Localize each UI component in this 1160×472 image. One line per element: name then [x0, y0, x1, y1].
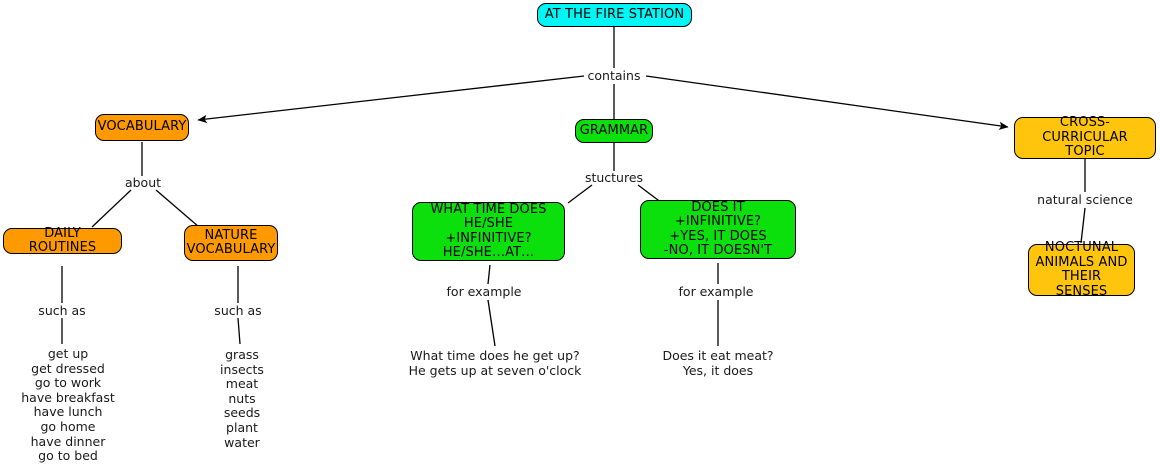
leaf-does-it-example-sentences: Does it eat meat? Yes, it does — [662, 348, 774, 378]
edge-what-time-to-for-example — [487, 264, 491, 285]
node-grammar[interactable]: GRAMMAR — [575, 119, 653, 143]
node-what-time-does-structure[interactable]: WHAT TIME DOES HE/SHE +INFINITIVE? HE/SH… — [412, 202, 565, 261]
link-label-for-example-does-it: for example — [678, 284, 754, 299]
edge-stuctures-to-what-time — [567, 184, 593, 204]
node-nature-vocabulary[interactable]: NATURE VOCABULARY — [184, 225, 278, 261]
edge-such-as-to-nature-list — [237, 317, 241, 345]
edge-contains-to-cross-curricular — [645, 75, 1009, 130]
link-label-contains: contains — [587, 68, 641, 83]
link-label-for-example-what-time: for example — [446, 284, 522, 299]
link-label-stuctures: stuctures — [584, 170, 644, 185]
edge-natural-science-to-noctunal-animals — [1080, 207, 1086, 244]
edge-for-example-to-what-time-sample — [487, 299, 496, 347]
edge-contains-to-vocabulary — [197, 75, 585, 124]
edge-about-to-daily-routines — [91, 189, 132, 228]
link-label-about: about — [124, 175, 162, 190]
node-does-it-infinitive-structure[interactable]: DOES IT +INFINITIVE? +YES, IT DOES -NO, … — [640, 200, 796, 259]
link-label-such-as-daily: such as — [38, 303, 86, 318]
link-label-such-as-nature: such as — [214, 303, 262, 318]
leaf-what-time-example-sentences: What time does he get up? He gets up at … — [408, 348, 582, 378]
node-daily-routines[interactable]: DAILY ROUTINES — [3, 226, 122, 255]
leaf-daily-routines-examples: get up get dressed go to work have break… — [21, 346, 115, 464]
node-cross-curricular-topic[interactable]: CROSS-CURRICULAR TOPIC — [1014, 116, 1156, 159]
leaf-nature-vocabulary-examples: grass insects meat nuts seeds plant wate… — [220, 347, 264, 450]
link-label-natural-science: natural science — [1037, 192, 1133, 207]
node-noctunal-animals-and-their-senses[interactable]: NOCTUNAL ANIMALS AND THEIR SENSES — [1028, 240, 1135, 298]
node-vocabulary[interactable]: VOCABULARY — [95, 114, 189, 141]
edge-about-to-nature-vocabulary — [155, 189, 200, 228]
node-at-the-fire-station[interactable]: AT THE FIRE STATION — [537, 3, 692, 27]
